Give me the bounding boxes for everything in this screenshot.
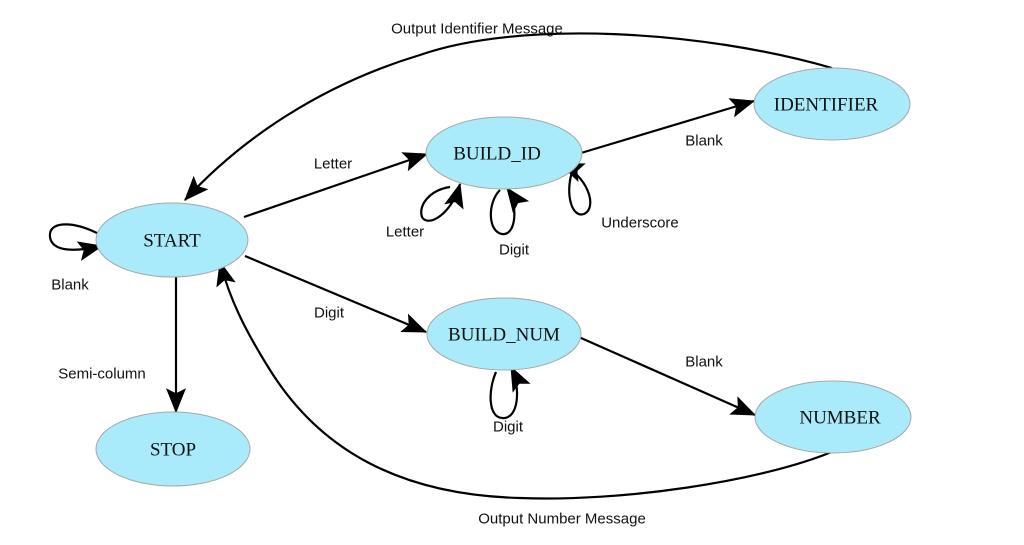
edge-start-to-stop: Semi-column bbox=[58, 277, 186, 414]
edge-label: Output Identifier Message bbox=[391, 21, 563, 38]
node-number: NUMBER bbox=[754, 380, 912, 454]
edge-label: Blank bbox=[685, 133, 723, 150]
node-ellipse bbox=[753, 67, 911, 141]
edge-number-to-start: Output Number Message bbox=[216, 260, 835, 528]
edge-line bbox=[489, 365, 531, 420]
node-identifier: IDENTIFIER bbox=[753, 67, 911, 141]
edge-line bbox=[558, 162, 592, 216]
edge-line bbox=[243, 152, 429, 219]
node-label: BUILD_NUM bbox=[448, 325, 560, 346]
edge-line bbox=[184, 32, 833, 201]
node-ellipse bbox=[754, 380, 912, 454]
node-build-id: BUILD_ID bbox=[425, 116, 583, 190]
edge-label: Blank bbox=[685, 354, 723, 371]
edge-start-to-build-num: Digit bbox=[244, 254, 428, 334]
node-label: STOP bbox=[150, 440, 196, 461]
node-label: START bbox=[143, 231, 201, 252]
edge-line bbox=[48, 223, 104, 261]
edge-line bbox=[420, 182, 464, 222]
edge-label: Blank bbox=[51, 277, 89, 294]
edge-build-id-digit-loop: Digit bbox=[489, 186, 530, 259]
edge-build-id-letter-loop: Letter bbox=[386, 182, 464, 241]
edge-label: Digit bbox=[499, 242, 530, 259]
edge-line bbox=[580, 98, 756, 155]
edge-build-num-to-number: Blank bbox=[571, 332, 757, 417]
node-start: START bbox=[95, 202, 249, 278]
edge-label: Letter bbox=[314, 156, 352, 173]
node-build-num: BUILD_NUM bbox=[426, 297, 582, 371]
edge-label: Output Number Message bbox=[478, 511, 646, 528]
node-ellipse bbox=[425, 116, 583, 190]
edge-build-id-underscore-loop: Underscore bbox=[558, 162, 679, 232]
node-ellipse bbox=[95, 411, 251, 487]
node-label: NUMBER bbox=[799, 408, 881, 429]
edge-label: Letter bbox=[386, 224, 424, 241]
node-label: BUILD_ID bbox=[453, 144, 541, 165]
node-ellipse bbox=[426, 297, 582, 371]
edge-label: Underscore bbox=[601, 215, 679, 232]
edge-start-to-build-id: Letter bbox=[243, 152, 429, 219]
edge-build-num-digit-loop: Digit bbox=[489, 365, 531, 436]
edge-label: Digit bbox=[493, 419, 524, 436]
edge-line bbox=[216, 260, 835, 500]
edge-identifier-to-start: Output Identifier Message bbox=[184, 21, 833, 201]
node-ellipse bbox=[95, 202, 249, 278]
edge-label: Digit bbox=[314, 305, 345, 322]
edge-start-self-loop: Blank bbox=[48, 223, 104, 294]
edge-label: Semi-column bbox=[58, 366, 146, 383]
edge-build-id-to-identifier: Blank bbox=[580, 98, 756, 155]
edge-line bbox=[571, 332, 757, 417]
node-stop: STOP bbox=[95, 411, 251, 487]
node-label: IDENTIFIER bbox=[774, 95, 879, 116]
edge-line bbox=[244, 254, 428, 334]
edge-line bbox=[489, 186, 530, 236]
